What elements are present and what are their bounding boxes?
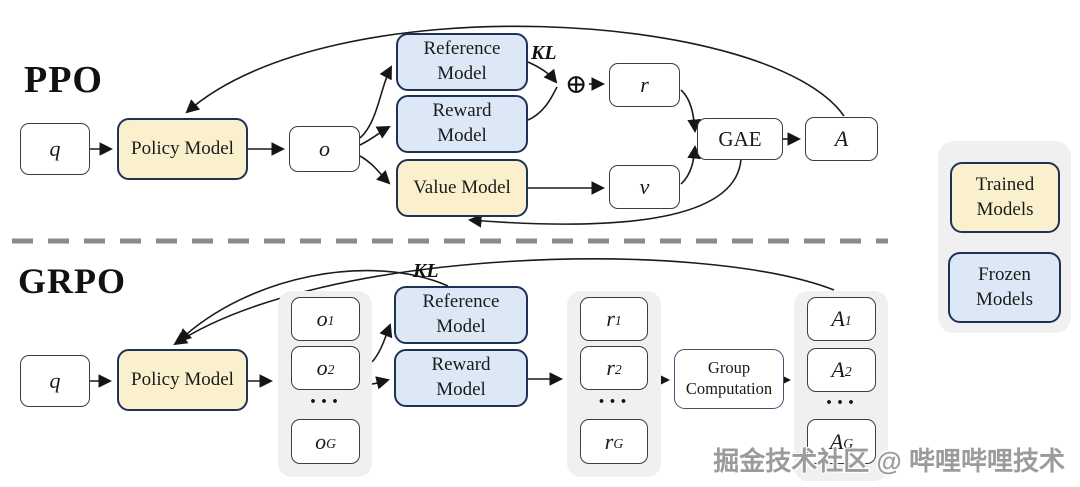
ppo-value-estimate-box: v — [609, 165, 680, 209]
legend-frozen-models: Frozen Models — [948, 252, 1061, 323]
reward-g-var: r — [604, 428, 614, 454]
grpo-kl-label: KL — [413, 260, 439, 282]
grpo-reference-model-box: Reference Model — [394, 286, 528, 344]
output-2-var: o — [316, 355, 328, 380]
group-computation-box: Group Computation — [674, 349, 784, 409]
ppo-section-label: PPO — [24, 59, 103, 101]
rewards-ellipsis: ··· — [597, 388, 631, 415]
advantage-g-var: A — [829, 428, 844, 454]
advantage-1-var: A — [831, 306, 845, 331]
ppo-kl-label: KL — [531, 42, 557, 64]
ppo-reference-model-box: Reference Model — [396, 33, 528, 91]
reward-2-var: r — [606, 355, 615, 380]
grpo-query-box: q — [20, 355, 90, 407]
ppo-output-box: o — [289, 126, 360, 172]
ppo-reward-value-box: r — [609, 63, 680, 107]
legend-trained-models: Trained Models — [950, 162, 1060, 233]
grpo-policy-model-box: Policy Model — [117, 349, 248, 411]
ppo-value-model-box: Value Model — [396, 159, 528, 217]
grpo-reward-model-box: Reward Model — [394, 349, 528, 407]
grpo-section-label: GRPO — [18, 261, 126, 301]
advantage-2-var: A — [831, 357, 845, 382]
advantages-ellipsis: ··· — [824, 389, 858, 416]
watermark-text: 掘金技术社区 @ 哔哩哔哩技术 — [713, 446, 1065, 476]
ppo-policy-model-box: Policy Model — [117, 118, 248, 180]
ppo-reward-model-box: Reward Model — [396, 95, 528, 153]
outputs-ellipsis: ··· — [308, 388, 342, 415]
gae-box: GAE — [697, 118, 783, 160]
output-g-var: o — [315, 428, 327, 454]
ppo-query-box: q — [20, 123, 90, 175]
oplus-icon: ⊕ — [564, 68, 588, 99]
reward-1-var: r — [606, 306, 615, 331]
ppo-advantage-box: A — [805, 117, 878, 161]
output-1-var: o — [316, 306, 328, 331]
